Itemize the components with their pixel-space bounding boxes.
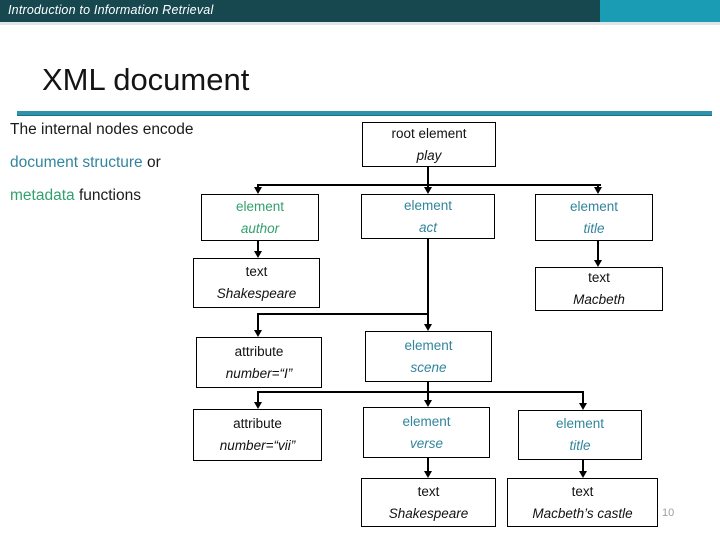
tree-node-text-shakespeare-2: text Shakespeare (361, 478, 496, 527)
connector-title2-down (582, 460, 584, 471)
arrow-into-text-shakespeare-2 (424, 471, 432, 478)
node-name-label: act (418, 219, 437, 235)
connector-play-down (427, 167, 429, 184)
node-type-label: text (588, 270, 610, 286)
node-type-label: element (404, 337, 453, 353)
node-type-label: root element (391, 125, 467, 141)
connector-scene-branch (257, 391, 584, 393)
node-type-label: text (417, 483, 440, 499)
intro-structure-term: document structure (10, 154, 143, 171)
tree-node-text-macbeth: text Macbeth (535, 267, 663, 311)
title-underline (17, 111, 712, 116)
tree-node-element-act: element act (361, 194, 495, 239)
tree-node-element-author: element author (201, 194, 319, 241)
connector-verse-down (427, 458, 429, 471)
node-type-label: text (245, 264, 268, 280)
arrow-into-text-macbeth (594, 260, 602, 267)
arrow-into-title1 (594, 187, 602, 194)
connector-act-down (427, 239, 429, 315)
header-bar (0, 0, 720, 22)
connector-act-stub (427, 184, 429, 188)
arrow-into-text-macbeth-castle (579, 471, 587, 478)
intro-line-1: The internal nodes encode (10, 121, 194, 138)
node-name-label: Macbeth’s castle (532, 505, 633, 521)
intro-line-3: metadata functions (10, 187, 141, 205)
connector-author-down (257, 241, 259, 252)
connector-scene-stub (427, 313, 429, 324)
node-type-label: attribute (234, 343, 284, 359)
node-name-label: verse (409, 435, 443, 451)
node-type-label: element (569, 198, 619, 214)
node-name-label: author (240, 220, 280, 236)
node-type-label: element (402, 413, 451, 429)
arrow-into-author (254, 187, 262, 194)
tree-node-attribute-number-i: attribute number=“I” (196, 337, 322, 388)
node-type-label: text (571, 483, 594, 499)
connector-attr2-stub (257, 391, 259, 402)
node-name-label: Shakespeare (388, 505, 469, 521)
node-name-label: title (569, 438, 591, 453)
node-type-label: attribute (233, 416, 282, 432)
intro-line-2: document structure or (10, 154, 161, 172)
header-divider (0, 22, 720, 25)
arrow-into-attribute-vii (254, 402, 262, 409)
node-name-label: scene (410, 359, 447, 375)
arrow-into-act (424, 187, 432, 194)
connector-attr1-stub (257, 313, 259, 330)
tree-node-element-title-1: element title (535, 194, 653, 241)
header-accent-bar (600, 0, 720, 22)
connector-verse-stub (427, 391, 429, 400)
node-type-label: element (235, 198, 285, 214)
node-name-label: Macbeth (573, 292, 625, 307)
connector-title2-stub (582, 391, 584, 403)
arrow-into-title2 (579, 403, 587, 410)
tree-node-element-title-2: element title (518, 410, 642, 460)
intro-metadata-term: metadata (10, 187, 75, 204)
page-title: XML document (42, 62, 250, 97)
node-name-label: Shakespeare (216, 286, 297, 301)
intro-line-2-rest: or (142, 154, 161, 171)
tree-node-element-verse: element verse (363, 407, 490, 458)
tree-node-attribute-number-vii: attribute number=“vii” (193, 409, 322, 461)
intro-line-3-rest: functions (74, 187, 141, 204)
connector-title1-stub (597, 184, 599, 188)
connector-row1-branch (257, 184, 601, 186)
connector-title1-down (597, 241, 599, 260)
connector-scene-down (427, 382, 429, 392)
arrow-into-scene (424, 324, 432, 331)
node-name-label: number=“vii” (219, 438, 296, 453)
node-name-label: title (583, 220, 605, 236)
arrow-into-verse (424, 400, 432, 407)
node-name-label: play (416, 147, 442, 163)
tree-node-text-shakespeare-1: text Shakespeare (193, 258, 320, 308)
connector-act-branch (257, 313, 429, 315)
arrow-into-text-shakespeare-1 (254, 251, 262, 258)
tree-node-text-macbeth-castle: text Macbeth’s castle (507, 478, 658, 527)
tree-node-root-play: root element play (362, 122, 496, 167)
connector-author-stub (257, 184, 259, 188)
node-name-label: number=“I” (225, 365, 293, 381)
page-number: 10 (662, 507, 675, 519)
node-type-label: element (403, 197, 453, 213)
arrow-into-attribute-i (254, 330, 262, 337)
course-title: Introduction to Information Retrieval (8, 3, 214, 17)
tree-node-element-scene: element scene (365, 331, 492, 382)
node-type-label: element (555, 416, 605, 432)
